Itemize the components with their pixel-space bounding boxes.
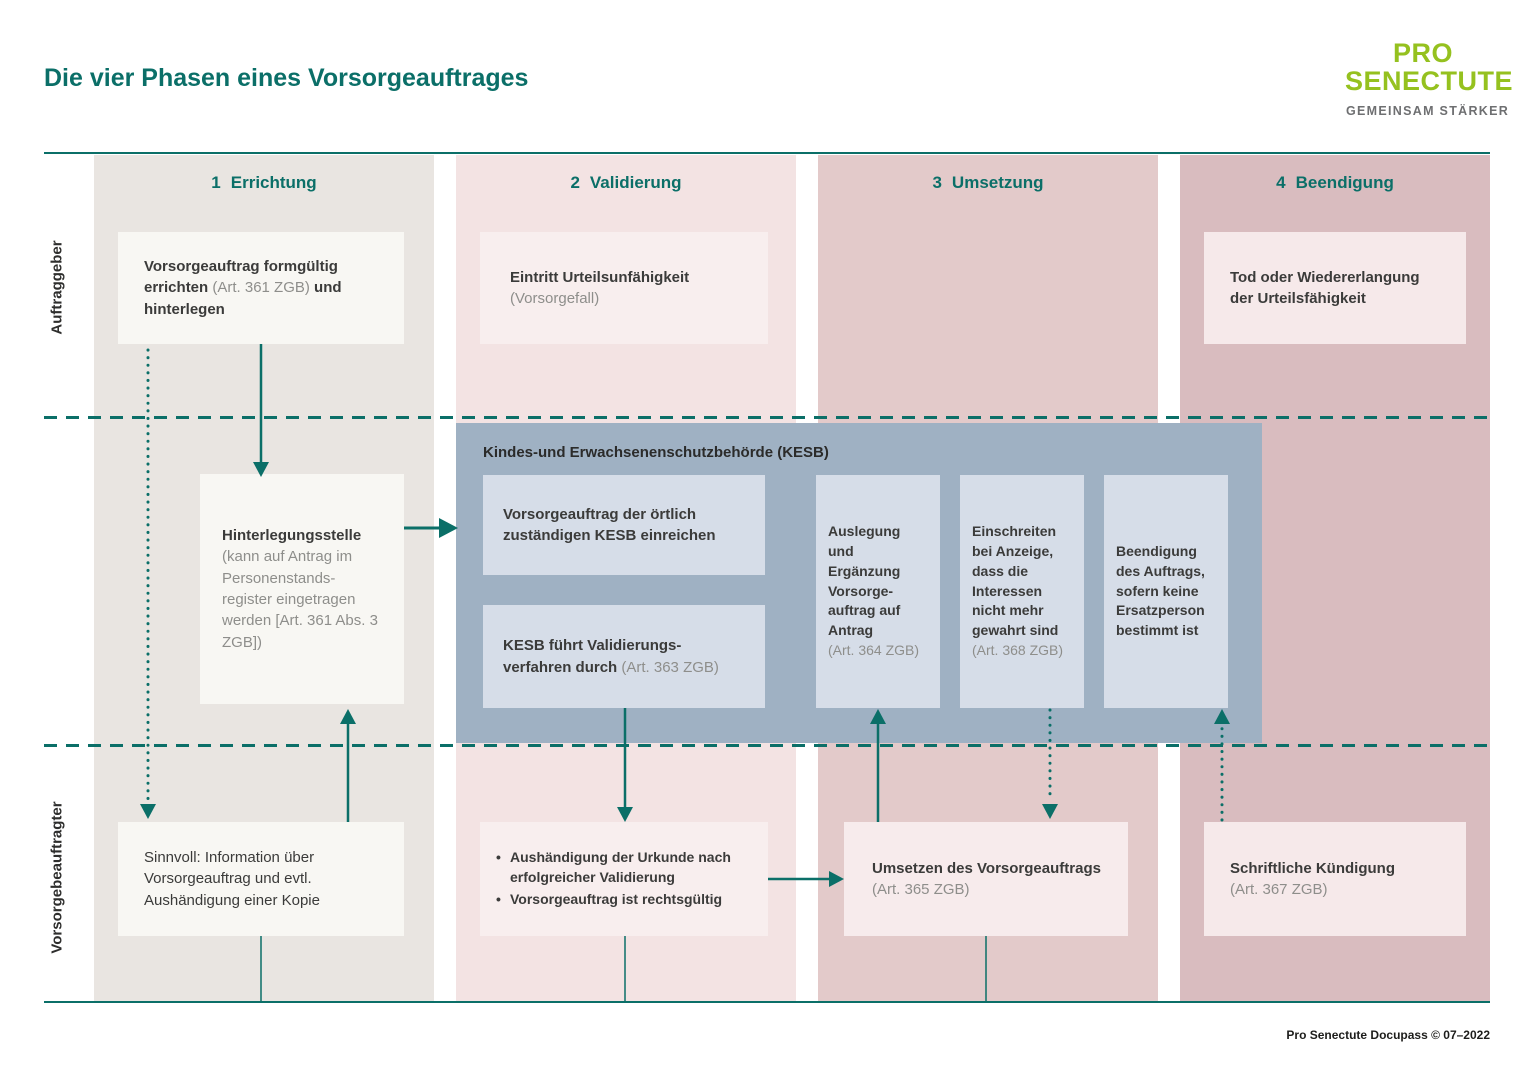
kuendigung-ref: (Art. 367 ZGB) bbox=[1230, 881, 1328, 898]
dashed-divider-bottom bbox=[44, 744, 1490, 747]
kesb-auslegung-text: Auslegung und Ergänzung Vorsorge-auftrag… bbox=[828, 522, 901, 639]
box-hinterlegungsstelle: Hinterlegungsstelle (kann auf Antrag im … bbox=[200, 474, 404, 704]
row-label-vorsorgebeauftragter: Vorsorgebeauftragter bbox=[48, 801, 66, 954]
bullet-item: Aushändigung der Urkunde nach erfolgreic… bbox=[496, 848, 758, 888]
kesb-einschreiten-ref: (Art. 368 ZGB) bbox=[972, 642, 1064, 659]
column-label: Umsetzung bbox=[951, 173, 1044, 192]
eintritt-text: Eintritt Urteilsunfähigkeit bbox=[510, 268, 690, 286]
logo-tagline: GEMEINSAM STÄRKER bbox=[1346, 104, 1510, 118]
column-number: 4 bbox=[1276, 173, 1286, 192]
page-title: Die vier Phasen eines Vorsorgeauftrages bbox=[44, 64, 529, 92]
column-label: Validierung bbox=[589, 173, 682, 192]
eintritt-ref: (Vorsorgefall) bbox=[510, 290, 600, 307]
column-header-umsetzung: 3 Umsetzung bbox=[818, 173, 1158, 193]
hinterlegungsstelle-text: Hinterlegungsstelle bbox=[222, 527, 362, 545]
kesb-box-einreichen: Vorsorgeauftrag der örtlich zuständigen … bbox=[483, 475, 765, 575]
umsetzen-text: Umsetzen des Vorsorgeauftrags bbox=[872, 859, 1101, 877]
kesb-box-validierungsverfahren: KESB führt Validierungs-verfahren durch … bbox=[483, 605, 765, 708]
logo-pro-text: PRO bbox=[1393, 38, 1454, 68]
hinterlegungsstelle-ref: (kann auf Antrag im Personenstands-regis… bbox=[222, 548, 378, 651]
errichten-text2: und hinterlegen bbox=[144, 279, 342, 318]
box-sinnvoll-information: Sinnvoll: Information über Vorsorgeauftr… bbox=[118, 822, 404, 936]
kesb-einschreiten-text: Einschreiten bei Anzeige, dass die Inter… bbox=[972, 522, 1059, 639]
box-tod-wiedererlangung: Tod oder Wiedererlangung der Urteilsfähi… bbox=[1204, 232, 1466, 344]
sinnvoll-text: Sinnvoll: Information über Vorsorgeauftr… bbox=[144, 849, 320, 909]
column-header-validierung: 2 Validierung bbox=[456, 173, 796, 193]
column-header-beendigung: 4 Beendigung bbox=[1180, 173, 1490, 193]
kesb-auslegung-ref: (Art. 364 ZGB) bbox=[828, 642, 920, 659]
dashed-divider-top bbox=[44, 416, 1490, 419]
kesb-box-beendigung: Beendigung des Auftrags, sofern keine Er… bbox=[1104, 475, 1228, 708]
errichten-ref: (Art. 361 ZGB) bbox=[212, 279, 310, 297]
top-rule bbox=[44, 152, 1490, 154]
kesb-einreichen-text: Vorsorgeauftrag der örtlich zuständigen … bbox=[503, 505, 716, 544]
column-label: Beendigung bbox=[1295, 173, 1394, 192]
box-eintritt-urteilsunfaehigkeit: Eintritt Urteilsunfähigkeit (Vorsorgefal… bbox=[480, 232, 768, 344]
box-schriftliche-kuendigung: Schriftliche Kündigung (Art. 367 ZGB) bbox=[1204, 822, 1466, 936]
bottom-rule bbox=[44, 1001, 1490, 1003]
errichten-text1: Vorsorgeauftrag formgültig errichten bbox=[144, 258, 338, 297]
column-number: 1 bbox=[211, 173, 221, 192]
kesb-box-einschreiten: Einschreiten bei Anzeige, dass die Inter… bbox=[960, 475, 1084, 708]
footer-credit: Pro Senectute Docupass © 07–2022 bbox=[1286, 1028, 1490, 1042]
logo-senectute-text: SENECTUTE bbox=[1345, 66, 1514, 96]
kesb-beendigung-text: Beendigung des Auftrags, sofern keine Er… bbox=[1116, 542, 1205, 639]
umsetzen-ref: (Art. 365 ZGB) bbox=[872, 881, 970, 898]
box-umsetzen-vorsorgeauftrag: Umsetzen des Vorsorgeauftrags (Art. 365 … bbox=[844, 822, 1128, 936]
kesb-title: Kindes-und Erwachsenenschutzbehörde (KES… bbox=[483, 444, 829, 461]
bullet-item: Vorsorgeauftrag ist rechtsgültig bbox=[496, 890, 758, 910]
column-label: Errichtung bbox=[230, 173, 317, 192]
box-aushaendigung-urkunde: Aushändigung der Urkunde nach erfolgreic… bbox=[480, 822, 768, 936]
kesb-validierung-ref: (Art. 363 ZGB) bbox=[621, 658, 719, 676]
column-number: 2 bbox=[570, 173, 580, 192]
row-label-auftraggeber: Auftraggeber bbox=[48, 240, 66, 335]
column-header-errichtung: 1 Errichtung bbox=[94, 173, 434, 193]
kesb-validierung-text: KESB führt Validierungs-verfahren durch bbox=[503, 637, 682, 676]
kesb-box-auslegung: Auslegung und Ergänzung Vorsorge-auftrag… bbox=[816, 475, 940, 708]
tod-text: Tod oder Wiedererlangung der Urteilsfähi… bbox=[1230, 268, 1420, 307]
kuendigung-text: Schriftliche Kündigung bbox=[1230, 859, 1395, 877]
box-vorsorgeauftrag-errichten: Vorsorgeauftrag formgültig errichten (Ar… bbox=[118, 232, 404, 344]
column-number: 3 bbox=[932, 173, 942, 192]
